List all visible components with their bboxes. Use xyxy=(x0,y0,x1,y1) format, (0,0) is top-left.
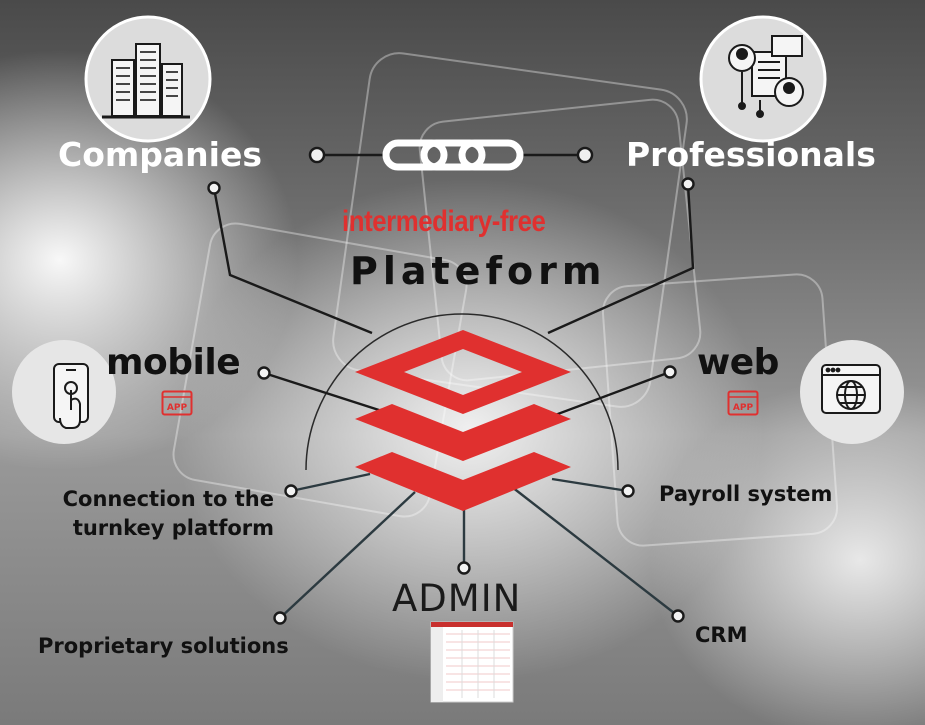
payroll-label: Payroll system xyxy=(659,482,833,506)
admin-dashboard-thumbnail xyxy=(430,621,514,703)
buildings-icon xyxy=(102,43,190,119)
people-documents-icon xyxy=(728,35,804,118)
web-app-badge-text: APP xyxy=(733,403,754,413)
platform-subtitle: intermediary-free xyxy=(342,205,546,238)
professionals-label: Professionals xyxy=(626,135,876,174)
admin-label: ADMIN xyxy=(392,577,522,620)
connector-lines xyxy=(212,183,695,441)
connector-lines-dark xyxy=(279,472,679,619)
web-label: web xyxy=(697,342,779,383)
mobile-app-badge-text: APP xyxy=(167,403,188,413)
proprietary-label: Proprietary solutions xyxy=(38,634,289,658)
connection-label: Connection to the turnkey platform xyxy=(62,487,274,541)
smartphone-touch-icon xyxy=(53,363,89,429)
stacked-layers-logo-icon xyxy=(355,330,571,511)
mobile-label: mobile xyxy=(106,342,241,383)
browser-globe-icon xyxy=(821,364,881,414)
web-app-badge-icon: APP xyxy=(727,390,759,416)
companies-professionals-connector xyxy=(308,146,594,164)
connector-nodes xyxy=(207,177,695,625)
platform-title: Plateform xyxy=(350,249,607,293)
companies-label: Companies xyxy=(58,135,262,174)
crm-label: CRM xyxy=(695,623,748,647)
mobile-app-badge-icon: APP xyxy=(161,390,193,416)
chain-link-icon xyxy=(382,139,524,171)
